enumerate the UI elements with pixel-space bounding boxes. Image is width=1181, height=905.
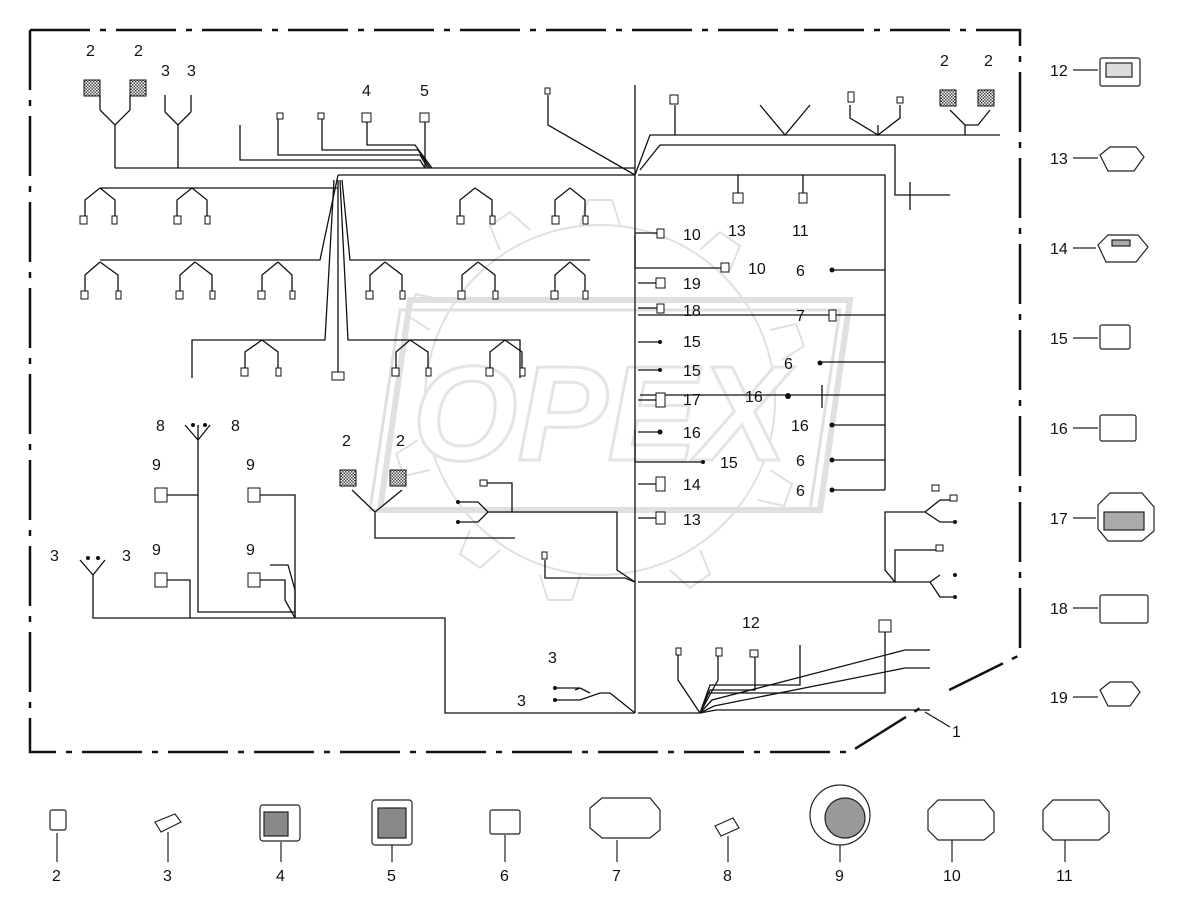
callout-9: 9 — [152, 542, 161, 559]
harness-frame — [28, 28, 1022, 754]
part-8-connector — [714, 817, 740, 862]
part-label: 6 — [500, 868, 509, 885]
bottom-parts-row — [49, 784, 1110, 862]
callout-6: 6 — [784, 356, 793, 373]
callout-2: 2 — [984, 53, 993, 70]
part-6-connector — [489, 809, 521, 862]
connector-glyph — [389, 469, 407, 487]
right-parts-labels: 12 13 14 15 16 17 18 19 — [1050, 63, 1068, 707]
part-label: 10 — [943, 868, 961, 885]
part-label: 17 — [1050, 511, 1068, 528]
part-3-connector — [154, 813, 182, 862]
callout-6: 6 — [796, 263, 805, 280]
part-label: 12 — [1050, 63, 1068, 80]
part-9-connector — [809, 784, 871, 862]
callout-13: 13 — [683, 512, 701, 529]
callout-2: 2 — [342, 433, 351, 450]
part-label: 2 — [52, 868, 61, 885]
callout-9: 9 — [152, 457, 161, 474]
callout-3: 3 — [548, 650, 557, 667]
callout-3: 3 — [187, 63, 196, 80]
harness-leader — [924, 711, 951, 728]
connector-glyph — [83, 79, 101, 97]
part-label: 4 — [276, 868, 285, 885]
callout-15: 15 — [683, 334, 701, 351]
callout-16: 16 — [745, 389, 763, 406]
callout-16: 16 — [683, 425, 701, 442]
callout-3: 3 — [517, 693, 526, 710]
callout-11: 11 — [792, 223, 809, 240]
watermark-text: OPEX — [412, 338, 794, 489]
callout-16: 16 — [791, 418, 809, 435]
callout-19: 19 — [683, 276, 701, 293]
part-15-connector — [1073, 324, 1131, 350]
callout-8: 8 — [231, 418, 240, 435]
part-5-connector — [371, 799, 413, 862]
part-label: 16 — [1050, 421, 1068, 438]
callout-2: 2 — [396, 433, 405, 450]
bottom-parts-labels: 2 3 4 5 6 7 8 9 10 11 — [52, 868, 1073, 885]
part-2-connector — [49, 809, 67, 862]
connector-glyph — [129, 79, 147, 97]
callout-12: 12 — [742, 615, 760, 632]
part-label: 18 — [1050, 601, 1068, 618]
callout-15: 15 — [683, 363, 701, 380]
part-label: 15 — [1050, 331, 1068, 348]
part-10-connector — [927, 799, 995, 862]
callout-6: 6 — [796, 453, 805, 470]
callout-18: 18 — [683, 303, 701, 320]
part-16-connector — [1073, 414, 1137, 442]
callout-17: 17 — [683, 392, 701, 409]
part-11-connector — [1042, 799, 1110, 862]
callout-3: 3 — [122, 548, 131, 565]
callout-9: 9 — [246, 542, 255, 559]
part-label: 13 — [1050, 151, 1068, 168]
part-17-connector — [1073, 492, 1155, 542]
callout-13: 13 — [728, 223, 746, 240]
callout-4: 4 — [362, 83, 371, 100]
part-13-connector — [1073, 146, 1145, 172]
wire-bundle — [79, 85, 1000, 714]
callout-2: 2 — [134, 43, 143, 60]
callout-8: 8 — [156, 418, 165, 435]
part-19-connector — [1073, 681, 1141, 707]
callout-3: 3 — [161, 63, 170, 80]
callout-2: 2 — [940, 53, 949, 70]
callout-7: 7 — [796, 308, 805, 325]
harness-connectors — [79, 79, 995, 702]
part-label: 3 — [163, 868, 172, 885]
part-label: 8 — [723, 868, 732, 885]
callout-6: 6 — [796, 483, 805, 500]
callout-3: 3 — [50, 548, 59, 565]
callout-labels: 2 2 3 3 4 5 2 2 13 11 10 10 19 18 15 15 … — [50, 43, 993, 710]
part-18-connector — [1073, 594, 1149, 624]
connector-glyph — [339, 469, 357, 487]
callout-10: 10 — [683, 227, 701, 244]
part-label: 11 — [1056, 868, 1073, 885]
part-label: 9 — [835, 868, 844, 885]
part-12-connector — [1073, 57, 1141, 87]
part-label: 14 — [1050, 241, 1068, 258]
part-label: 7 — [612, 868, 621, 885]
callout-14: 14 — [683, 477, 701, 494]
harness-callout: 1 — [952, 724, 961, 741]
part-label: 5 — [387, 868, 396, 885]
callout-15: 15 — [720, 455, 738, 472]
part-4-connector — [259, 804, 301, 862]
part-label: 19 — [1050, 690, 1068, 707]
part-7-connector — [589, 797, 661, 862]
connector-glyph — [939, 89, 957, 107]
callout-5: 5 — [420, 83, 429, 100]
callout-9: 9 — [246, 457, 255, 474]
callout-10: 10 — [748, 261, 766, 278]
right-parts-column — [1073, 57, 1155, 707]
part-14-connector — [1073, 234, 1149, 263]
watermark-logo: OPEX — [368, 199, 854, 601]
callout-2: 2 — [86, 43, 95, 60]
connector-glyph — [977, 89, 995, 107]
